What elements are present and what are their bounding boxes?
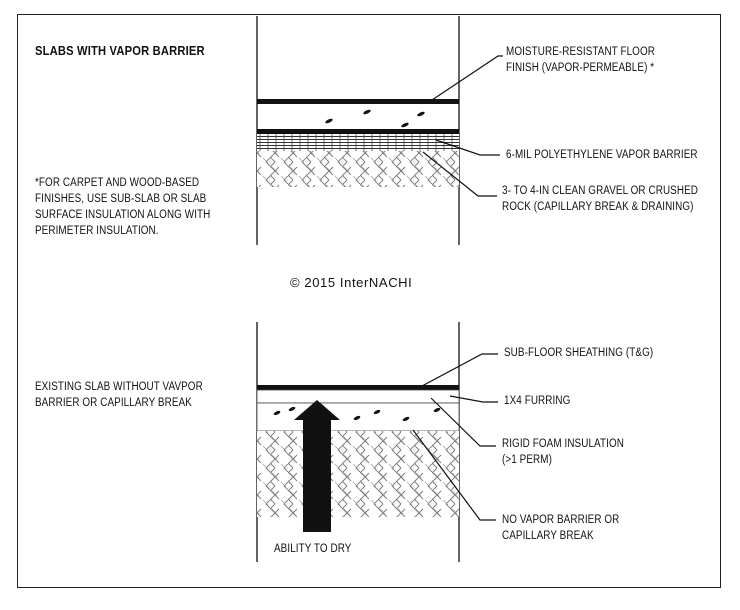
top-note: *FOR CARPET AND WOOD-BASED FINISHES, USE… xyxy=(35,175,210,239)
label-vapor-barrier: 6-MIL POLYETHYLENE VAPOR BARRIER xyxy=(506,149,698,161)
sheathing-layer xyxy=(257,385,459,390)
leader-vapor-barrier xyxy=(435,139,500,156)
label-line: NO VAPOR BARRIER OR xyxy=(502,514,620,526)
bottom-detail xyxy=(256,322,498,562)
floor-finish-layer xyxy=(257,99,459,104)
label-line: RIGID FOAM INSULATION xyxy=(502,438,624,450)
label-furring: 1X4 FURRING xyxy=(504,395,571,407)
top-note-line: FINISHES, USE SUB-SLAB OR SLAB xyxy=(35,193,207,205)
top-note-line: *FOR CARPET AND WOOD-BASED xyxy=(35,177,200,189)
polyethylene-hatch xyxy=(257,134,459,151)
label-line: FINISH (VAPOR-PERMEABLE) * xyxy=(506,62,655,74)
diagram-frame xyxy=(17,14,721,588)
label-no-barrier: NO VAPOR BARRIER OR CAPILLARY BREAK xyxy=(502,512,619,544)
top-detail xyxy=(256,16,503,245)
bottom-note-line: BARRIER OR CAPILLARY BREAK xyxy=(35,397,192,409)
label-floor-finish: MOISTURE-RESISTANT FLOOR FINISH (VAPOR-P… xyxy=(506,44,655,76)
diagram-title: SLABS WITH VAPOR BARRIER xyxy=(35,43,205,58)
label-foam: RIGID FOAM INSULATION (>1 PERM) xyxy=(502,436,624,468)
leader-furring xyxy=(449,395,498,403)
ability-to-dry-arrow xyxy=(294,400,340,532)
vapor-barrier-layer xyxy=(257,129,459,134)
leader-gravel xyxy=(422,151,497,197)
label-line: 3- TO 4-IN CLEAN GRAVEL OR CRUSHED xyxy=(502,185,699,197)
bottom-slab-aggregate xyxy=(273,406,441,422)
label-line: ROCK (CAPILLARY BREAK & DRAINING) xyxy=(502,201,694,213)
gravel-layer xyxy=(257,151,459,187)
top-note-line: PERIMETER INSULATION. xyxy=(35,225,159,237)
bottom-note-line: EXISTING SLAB WITHOUT VAVPOR xyxy=(35,381,203,393)
top-note-line: SURFACE INSULATION ALONG WITH xyxy=(35,209,211,221)
arrow-label: ABILITY TO DRY xyxy=(274,543,352,555)
copyright-notice: © 2015 InterNACHI xyxy=(290,275,413,290)
label-sheathing: SUB-FLOOR SHEATHING (T&G) xyxy=(504,347,654,359)
label-line: MOISTURE-RESISTANT FLOOR xyxy=(506,46,655,58)
label-line: (>1 PERM) xyxy=(502,454,552,466)
label-gravel: 3- TO 4-IN CLEAN GRAVEL OR CRUSHED ROCK … xyxy=(502,183,698,215)
leader-floor-finish xyxy=(431,55,503,101)
bottom-note: EXISTING SLAB WITHOUT VAVPOR BARRIER OR … xyxy=(35,379,203,411)
top-slab-aggregate xyxy=(325,109,425,128)
leader-no-barrier xyxy=(412,429,496,521)
furring-layer xyxy=(256,389,460,404)
sub-base-layer xyxy=(257,431,459,517)
leader-foam xyxy=(430,397,496,447)
label-line: CAPILLARY BREAK xyxy=(502,530,594,542)
leader-sheathing xyxy=(421,353,498,387)
